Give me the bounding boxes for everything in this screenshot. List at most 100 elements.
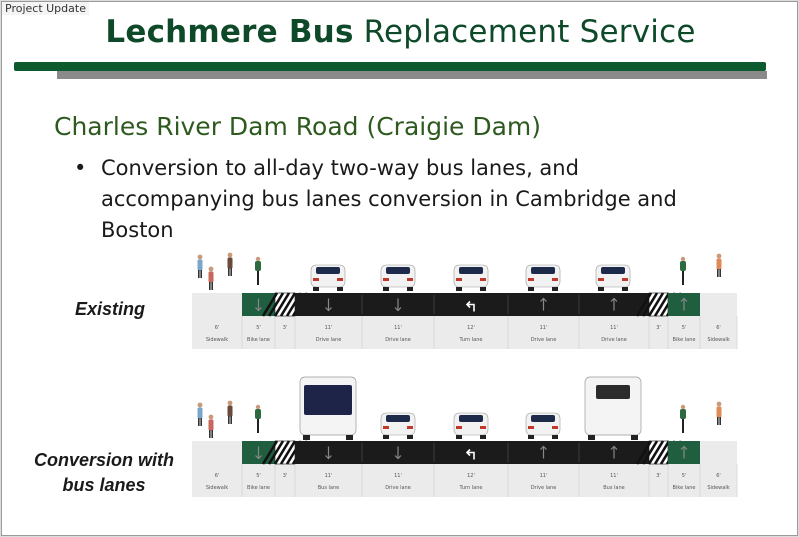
car-wheel xyxy=(598,287,604,291)
arrow-head xyxy=(680,297,688,302)
segment-label: Sidewalk xyxy=(206,337,228,343)
segment-width: 11' xyxy=(394,473,402,479)
label-band xyxy=(192,316,737,349)
bike-wheel xyxy=(257,419,259,433)
person-head xyxy=(197,402,203,408)
person-head xyxy=(227,252,233,258)
lane-arrow xyxy=(610,297,618,311)
car-wheel xyxy=(552,287,558,291)
car-light xyxy=(407,278,413,281)
cyclist-head xyxy=(680,256,686,262)
pedestrian xyxy=(227,252,233,276)
segment-label: Turn lane xyxy=(459,485,483,491)
segment-width: 5' xyxy=(682,325,687,331)
slide-title: Lechmere Bus Replacement Service xyxy=(2,14,797,50)
car-wheel xyxy=(552,435,558,439)
bullet-dot: • xyxy=(74,156,87,180)
arrow-head xyxy=(394,307,402,312)
segment-label: Drive lane xyxy=(531,485,557,491)
segment-label: Bus lane xyxy=(318,485,340,491)
buffer-hatch xyxy=(279,292,297,317)
person-head xyxy=(208,414,214,420)
segment-label: Drive lane xyxy=(601,337,627,343)
segment-width: 11' xyxy=(610,473,618,479)
title-underline-green xyxy=(14,62,766,71)
car-light xyxy=(480,278,486,281)
title-underline-gray xyxy=(57,71,767,79)
car-light xyxy=(383,426,389,429)
car xyxy=(380,264,416,291)
person-leg xyxy=(209,430,211,438)
car-windshield xyxy=(386,415,410,422)
cyclist xyxy=(255,256,261,285)
person-head xyxy=(197,254,203,260)
car-windshield xyxy=(531,267,555,274)
segment-label: Drive lane xyxy=(316,337,342,343)
buffer-hatch xyxy=(261,292,279,317)
cyclist-head xyxy=(680,404,686,410)
turn-arrow-path xyxy=(465,448,475,460)
buffer-hatch xyxy=(273,292,291,317)
arrow-head xyxy=(540,445,547,450)
car-wheel xyxy=(456,435,462,439)
car-light xyxy=(337,278,343,281)
label-band xyxy=(192,464,737,497)
person-head xyxy=(227,400,233,406)
person-leg xyxy=(209,282,211,290)
bike-lane-arrow xyxy=(680,297,688,311)
lane-arrow xyxy=(394,298,402,312)
arrow-head xyxy=(540,297,547,302)
arrow-head xyxy=(610,445,618,450)
arrow-head xyxy=(325,455,332,460)
person-body xyxy=(716,406,722,418)
person-body xyxy=(227,405,233,417)
segment-label: Drive lane xyxy=(385,337,411,343)
car-windshield xyxy=(459,415,483,422)
buffer-hatch xyxy=(641,292,659,317)
segment-label: Turn lane xyxy=(459,337,483,343)
person-leg xyxy=(198,270,200,278)
buffer-hatch xyxy=(641,440,659,465)
proposed-label-line1: Conversion with xyxy=(33,450,174,470)
car xyxy=(525,264,561,291)
title-rest: Replacement Service xyxy=(363,14,696,50)
cyclist-head xyxy=(255,404,261,410)
car xyxy=(310,264,346,291)
segment-width: 3' xyxy=(656,473,661,479)
lane-sidewalk xyxy=(192,441,242,464)
pedestrian xyxy=(227,400,233,424)
lane-sidewalk xyxy=(192,293,242,316)
person-leg xyxy=(200,270,202,278)
bike-wheel xyxy=(257,271,259,285)
person-body xyxy=(208,419,214,431)
car-wheel xyxy=(407,435,413,439)
bus-wheel xyxy=(346,435,353,440)
segment-width: 12' xyxy=(467,325,475,331)
buffer-hatch xyxy=(267,292,285,317)
segment-label: Drive lane xyxy=(531,337,557,343)
segment-width: 3' xyxy=(656,325,661,331)
car-light xyxy=(552,278,558,281)
bus xyxy=(299,376,357,440)
buffer-hatch xyxy=(647,292,665,317)
car-light xyxy=(407,426,413,429)
bus-wheel xyxy=(303,435,310,440)
lane-arrow xyxy=(610,445,618,459)
arrow-head xyxy=(680,445,688,450)
lane-sidewalk xyxy=(700,441,737,464)
car-wheel xyxy=(337,287,343,291)
person-leg xyxy=(230,416,232,424)
cyclist xyxy=(680,404,686,433)
person-leg xyxy=(228,268,230,276)
segment-width: 11' xyxy=(394,325,402,331)
car-light xyxy=(598,278,604,281)
turn-arrow xyxy=(465,300,475,312)
car-windshield xyxy=(459,267,483,274)
segment-width: 5' xyxy=(682,473,687,479)
segment-label: Sidewalk xyxy=(206,485,228,491)
segment-width: 6' xyxy=(716,325,721,331)
bullet-point: • Conversion to all-day two-way bus lane… xyxy=(74,153,734,246)
arrow-head xyxy=(394,455,402,460)
cyclist-body xyxy=(255,409,261,419)
